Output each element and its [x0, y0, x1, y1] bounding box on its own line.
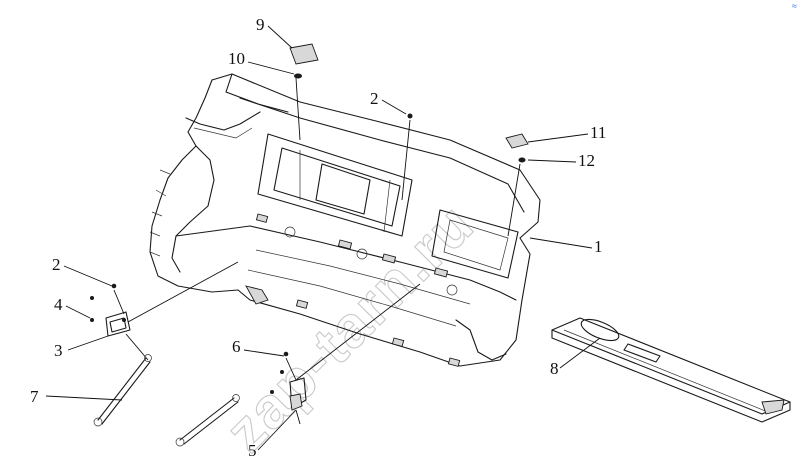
callout-12: 12 — [578, 151, 595, 170]
corner-mark: ≈ — [792, 1, 797, 11]
part-trim-strip-8 — [551, 317, 791, 423]
part-rod-7 — [93, 354, 152, 427]
part-cap-11 — [505, 133, 529, 149]
callout-2-left: 2 — [52, 255, 61, 274]
callout-2-top: 2 — [370, 89, 379, 108]
callout-7: 7 — [30, 387, 39, 406]
part-clip-12 — [518, 157, 526, 163]
callout-8: 8 — [550, 359, 559, 378]
callout-1: 1 — [594, 237, 603, 256]
part-clip-10 — [294, 73, 302, 79]
part-screw-2-top — [401, 113, 413, 201]
part-cap-9 — [289, 43, 319, 65]
watermark-text: zap-tarn.ru — [213, 191, 486, 464]
callout-6: 6 — [232, 337, 241, 356]
part-bracket-3 — [90, 261, 239, 361]
callout-10: 10 — [228, 49, 245, 68]
dashboard-panel — [149, 73, 541, 367]
callout-5: 5 — [248, 441, 257, 460]
part-hinge-5 — [289, 377, 307, 425]
callouts: 9 10 2 11 12 1 2 4 3 7 6 5 8 — [30, 15, 606, 460]
callout-3: 3 — [54, 341, 63, 360]
callout-9: 9 — [256, 15, 265, 34]
callout-4: 4 — [54, 295, 63, 314]
part-screws-6 — [175, 283, 421, 447]
callout-11: 11 — [590, 123, 606, 142]
